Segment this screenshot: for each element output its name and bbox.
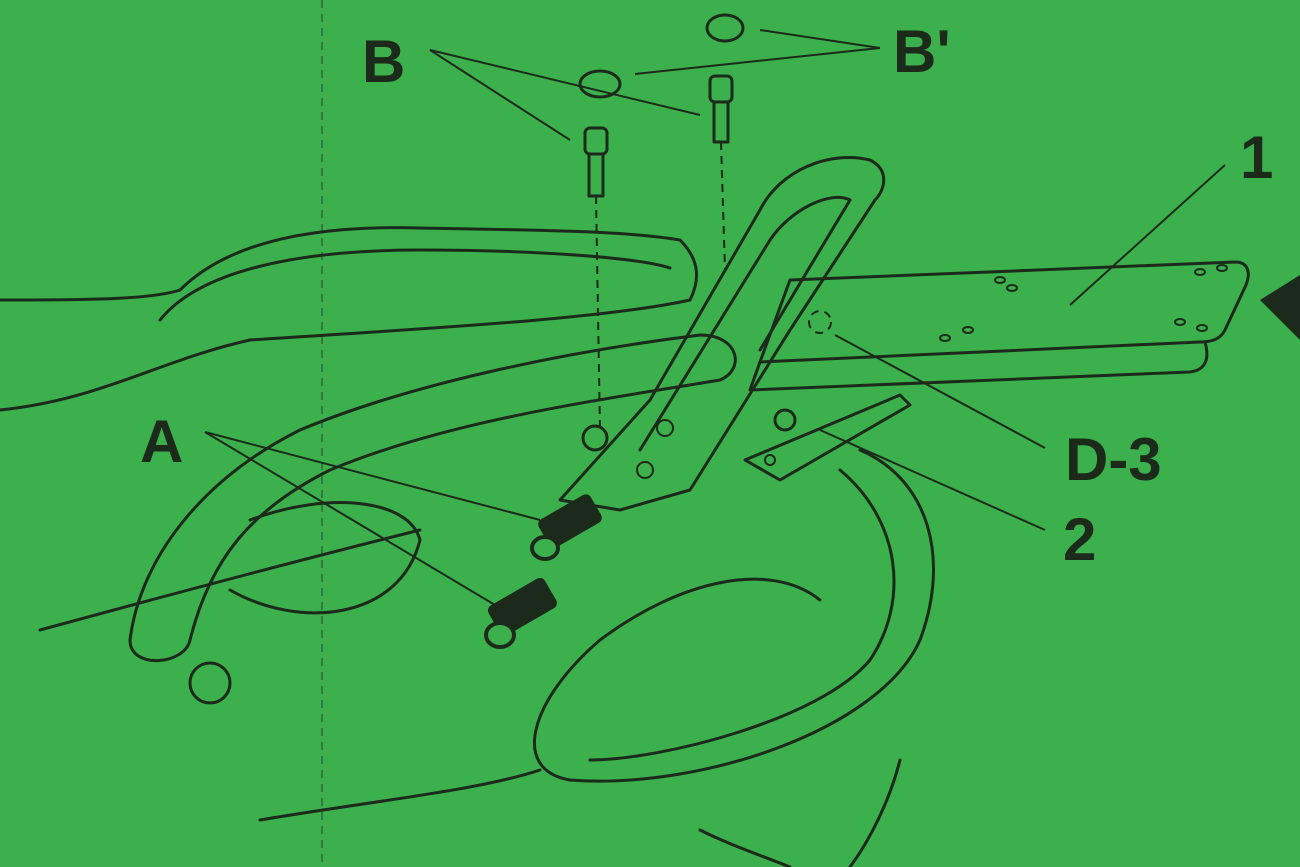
leader-lines	[204, 29, 1226, 606]
label-b-prime: B'	[893, 18, 951, 85]
mount-point	[581, 424, 609, 452]
rail-end	[188, 661, 232, 705]
grab-rail	[128, 333, 737, 663]
seat-outline	[0, 226, 699, 412]
label-d3: D-3	[1065, 426, 1162, 493]
frame-line	[698, 828, 792, 867]
direction-arrow-icon	[1260, 275, 1300, 340]
label-a: A	[140, 408, 184, 475]
bolt-a	[484, 494, 602, 649]
screw-b	[708, 74, 734, 271]
fender-inner	[588, 468, 896, 762]
cap-b-prime	[578, 13, 745, 99]
label-part-1: 1	[1240, 124, 1274, 191]
fender	[533, 448, 935, 783]
label-part-2: 2	[1063, 506, 1097, 573]
support-plate	[743, 393, 912, 482]
rack-plate-bottom	[748, 340, 1209, 392]
d3-hole	[808, 310, 832, 334]
rack-plate	[758, 260, 1250, 364]
screw-b	[583, 126, 609, 431]
support-bolt	[773, 408, 797, 432]
seat-inner	[158, 248, 672, 322]
plate-holes	[939, 264, 1228, 342]
rack-bracket-inner	[638, 195, 852, 452]
rack-bracket	[558, 155, 886, 512]
label-b: B	[362, 28, 406, 95]
frame-line	[38, 528, 422, 632]
frame-line	[848, 758, 902, 867]
turn-signal	[228, 501, 422, 615]
frame-line	[258, 768, 542, 822]
